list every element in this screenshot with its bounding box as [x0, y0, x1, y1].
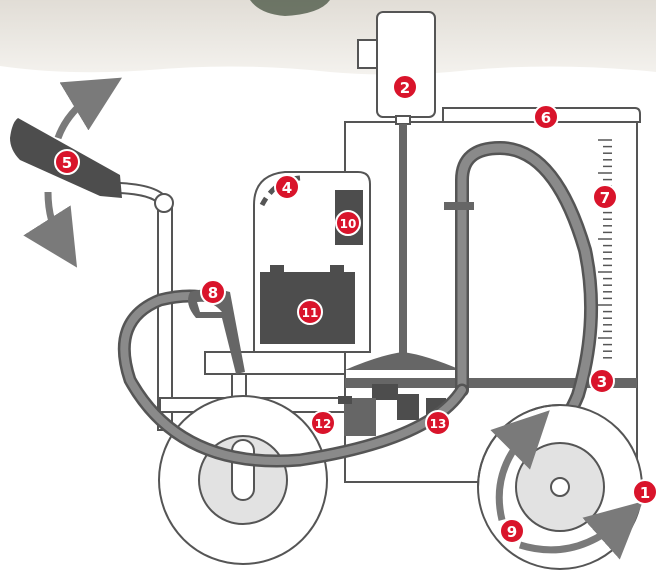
- control-cabinet: [254, 172, 370, 352]
- background-photo: [0, 0, 656, 75]
- callout-2: 2: [393, 75, 417, 99]
- callout-label: 1: [640, 484, 650, 502]
- callout-label: 2: [400, 79, 410, 97]
- callout-10: 10: [336, 211, 360, 235]
- handle-up-arrow: [58, 92, 98, 138]
- handle: [10, 118, 173, 212]
- callout-label: 11: [302, 306, 319, 320]
- callout-label: 4: [282, 179, 292, 197]
- callout-7: 7: [593, 185, 617, 209]
- callout-4: 4: [275, 175, 299, 199]
- rear-wheel: [159, 396, 327, 564]
- handle-down-arrow: [48, 192, 62, 244]
- callout-3: 3: [590, 369, 614, 393]
- callout-6: 6: [534, 105, 558, 129]
- callout-11: 11: [298, 300, 322, 324]
- callout-13: 13: [426, 411, 450, 435]
- hose-clamp: [444, 202, 474, 210]
- callout-5: 5: [55, 150, 79, 174]
- callout-1: 1: [633, 480, 656, 504]
- callout-8: 8: [201, 280, 225, 304]
- callout-label: 5: [62, 154, 72, 172]
- callout-9: 9: [500, 519, 524, 543]
- callout-12: 12: [311, 411, 335, 435]
- callout-label: 8: [208, 284, 218, 302]
- callout-label: 12: [315, 417, 332, 431]
- callout-label: 6: [541, 109, 551, 127]
- callout-label: 9: [507, 523, 517, 541]
- callout-label: 3: [597, 373, 607, 391]
- callout-label: 10: [340, 217, 357, 231]
- callout-label: 13: [430, 417, 447, 431]
- callout-label: 7: [600, 189, 610, 207]
